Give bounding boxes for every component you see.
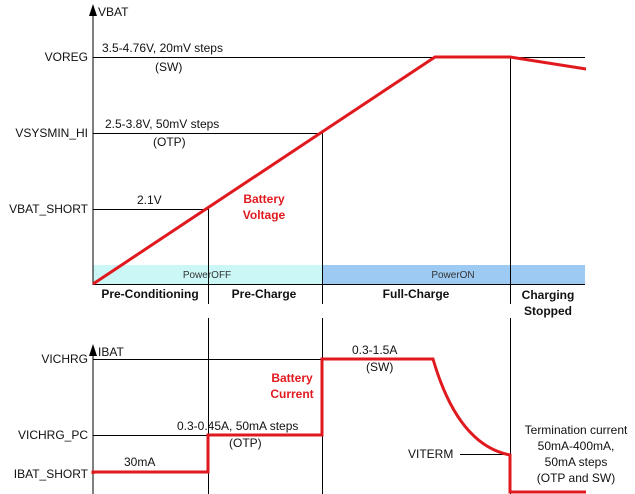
battery-current-label-line1: Battery [271, 371, 313, 385]
phase-pre-conditioning: Pre-Conditioning [101, 287, 198, 301]
vichrg-label: VICHRG [41, 352, 88, 366]
vichrg-pc-label: VICHRG_PC [18, 428, 88, 442]
vichrg-pc-source-note: (OTP) [229, 436, 262, 450]
vsysmin-range-note: 2.5-3.8V, 50mV steps [105, 117, 219, 131]
poweron-band [322, 265, 585, 284]
vbat-axis-arrow [89, 4, 97, 16]
ibat-axis-arrow [89, 344, 97, 356]
poweron-label: PowerON [431, 270, 474, 281]
vichrg-range-note: 0.3-1.5A [352, 343, 397, 357]
ibat-short-note: 30mA [124, 455, 155, 469]
poweroff-label: PowerOFF [183, 270, 231, 281]
voreg-source-note: (SW) [155, 60, 182, 74]
vsysmin-hi-label: VSYSMIN_HI [15, 126, 88, 140]
vbat-short-label: VBAT_SHORT [9, 202, 89, 216]
termination-note-line4: (OTP and SW) [537, 471, 615, 485]
vbat-axis-label: VBAT [98, 5, 129, 19]
voreg-label: VOREG [45, 50, 88, 64]
phase-stopped: Stopped [524, 304, 572, 318]
voreg-range-note: 3.5-4.76V, 20mV steps [102, 41, 223, 55]
phase-charging: Charging [522, 288, 575, 302]
termination-note-line3: 50mA steps [545, 455, 608, 469]
vichrg-source-note: (SW) [366, 360, 393, 374]
termination-note-line2: 50mA-400mA, [538, 439, 615, 453]
vsysmin-source-note: (OTP) [153, 135, 186, 149]
battery-current-curve [91, 357, 586, 494]
termination-note-line1: Termination current [525, 423, 628, 437]
vichrg-pc-range-note: 0.3-0.45A, 50mA steps [177, 419, 298, 433]
battery-voltage-curve [92, 55, 587, 286]
poweroff-band [93, 265, 322, 284]
battery-voltage-label-line2: Voltage [243, 208, 286, 222]
phase-pre-charge: Pre-Charge [232, 287, 297, 301]
vbat-short-note: 2.1V [137, 193, 162, 207]
ibat-short-label: IBAT_SHORT [14, 467, 89, 481]
ibat-axis-label: IBAT [98, 345, 124, 359]
battery-voltage-label-line1: Battery [243, 192, 285, 206]
viterm-label: VITERM [408, 447, 453, 461]
phase-full-charge: Full-Charge [383, 287, 450, 301]
battery-current-label-line2: Current [270, 387, 313, 401]
